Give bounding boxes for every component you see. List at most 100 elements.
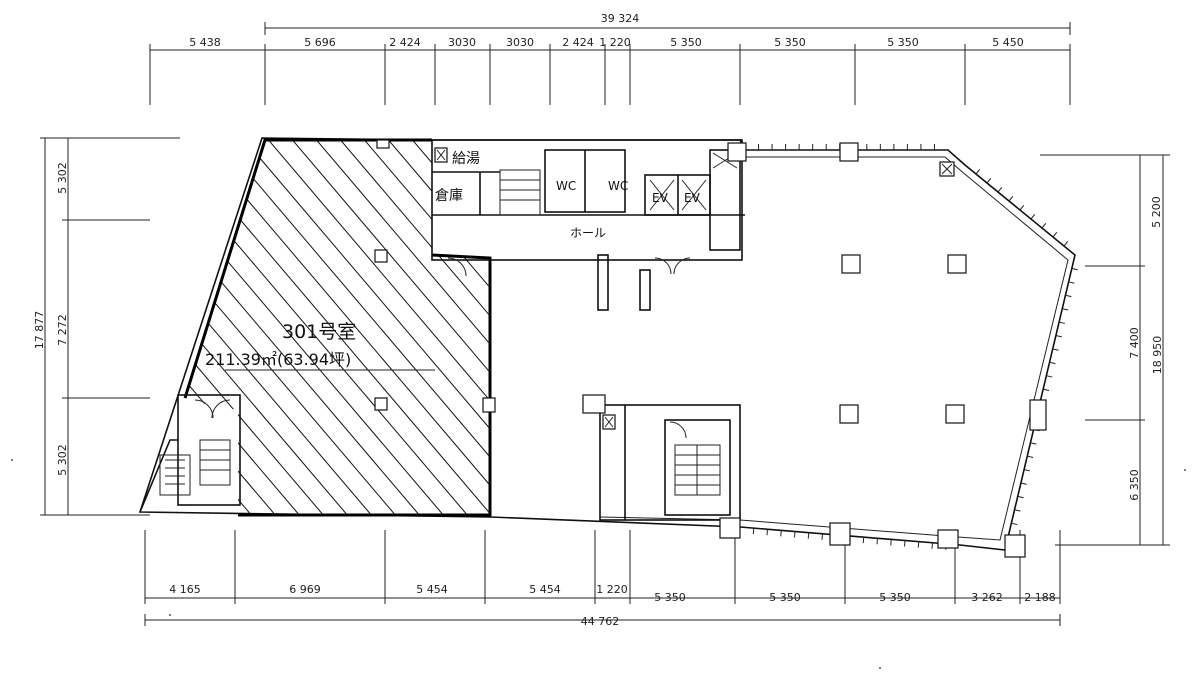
drawing-line [185, 140, 337, 515]
drawing-line [596, 130, 936, 530]
drawing-line [1062, 308, 1069, 311]
office-columns [482, 142, 1047, 558]
drawing-line [975, 169, 981, 175]
top-dim-5: 3030 [506, 36, 534, 49]
drawing-line [1023, 469, 1031, 472]
drawing-line [1041, 223, 1047, 229]
drawing-line [1049, 361, 1056, 365]
right-dim-2: 7 400 [1128, 327, 1141, 359]
drawing-line [379, 140, 490, 515]
lower-stair-core [599, 404, 741, 521]
left-dim-2: 7 272 [56, 314, 69, 346]
drawing-line [187, 140, 490, 515]
top-dim-2: 5 696 [304, 36, 336, 49]
left-dim-3: 5 302 [56, 444, 69, 476]
right-dimensions: 5 200 7 400 6 350 18 950 [1040, 154, 1170, 546]
drawing-line [185, 140, 409, 515]
column [376, 139, 390, 149]
top-dimensions: 39 324 5 438 5 696 2 424 3030 3030 2 424… [149, 12, 1071, 105]
drawing-line [1030, 214, 1036, 220]
drawing-line [500, 130, 840, 530]
bottom-dim-1: 4 165 [169, 583, 201, 596]
drawing-line [1046, 375, 1053, 378]
drawing-line [1020, 482, 1027, 485]
hall-label: ホール [570, 226, 606, 240]
right-dim-3: 6 350 [1128, 469, 1141, 501]
central-core: 給湯 倉庫 WC WC EV EV ホール [431, 139, 745, 311]
bottom-dim-5: 1 220 [596, 583, 628, 596]
drawing-line [185, 140, 313, 515]
left-dimensions: 5 302 7 272 5 302 17 877 [33, 137, 180, 516]
bottom-dim-2: 6 969 [289, 583, 321, 596]
drawing-line [0, 130, 144, 530]
top-dim-11: 5 450 [992, 36, 1024, 49]
drawing-line [1058, 321, 1066, 324]
drawing-line [1011, 522, 1018, 526]
drawing-line [307, 140, 490, 515]
drawing-line [997, 187, 1003, 193]
drawing-line [259, 140, 490, 515]
drawing-line [185, 140, 433, 515]
drawing-line [211, 140, 490, 515]
drawing-line [620, 130, 960, 530]
room-label-storage: 倉庫 [435, 187, 463, 204]
drawing-line [185, 140, 385, 515]
top-dim-7: 1 220 [599, 36, 631, 49]
column [945, 404, 965, 424]
drawing-line [1019, 205, 1025, 211]
top-dim-4: 3030 [448, 36, 476, 49]
drawing-line [185, 140, 457, 515]
elevator-label-1: EV [652, 191, 669, 205]
drawing-line [355, 140, 490, 515]
top-dim-3: 2 424 [389, 36, 421, 49]
scan-noise [11, 459, 1186, 669]
building-outline [138, 137, 1078, 551]
left-total-dimension: 17 877 [33, 311, 46, 350]
room-number: 301号室 [282, 321, 356, 343]
bottom-dim-6: 5 350 [654, 591, 686, 604]
bottom-total-dimension: 44 762 [581, 615, 620, 628]
right-total-dimension: 18 950 [1151, 336, 1164, 375]
drawing-line [1030, 442, 1037, 445]
top-total-dimension: 39 324 [601, 12, 640, 25]
bottom-dim-10: 2 188 [1024, 591, 1056, 604]
room-label-wc-1: WC [556, 179, 576, 193]
left-dim-1: 5 302 [56, 162, 69, 194]
drawing-line [185, 140, 193, 515]
drawing-line [1052, 348, 1059, 351]
top-dim-8: 5 350 [670, 36, 702, 49]
room-label-wc-2: WC [608, 179, 628, 193]
bottom-dim-3: 5 454 [416, 583, 448, 596]
column [839, 404, 859, 424]
drawing-line [1052, 232, 1058, 238]
column [374, 249, 388, 263]
drawing-line [1008, 196, 1014, 202]
bottom-dimensions: 4 165 6 969 5 454 5 454 1 220 5 350 5 35… [144, 530, 1061, 628]
drawing-line [548, 130, 888, 530]
elevator-label-2: EV [684, 191, 701, 205]
drawing-line [283, 140, 490, 515]
column [374, 397, 388, 411]
bottom-dim-8: 5 350 [879, 591, 911, 604]
bottom-dim-9: 3 262 [971, 591, 1003, 604]
drawing-line [1027, 455, 1034, 459]
column [947, 254, 967, 274]
drawing-line [0, 130, 168, 530]
drawing-line [1063, 241, 1069, 247]
top-dim-6: 2 424 [562, 36, 594, 49]
room-label-kitchenette: 給湯 [452, 150, 480, 167]
drawing-line [644, 130, 984, 530]
drawing-line [1055, 334, 1062, 338]
drawing-line [1014, 509, 1021, 512]
column [841, 254, 861, 274]
drawing-line [1068, 281, 1075, 284]
bottom-dim-7: 5 350 [769, 591, 801, 604]
drawing-line [1043, 388, 1050, 391]
drawing-line [668, 130, 1008, 530]
left-stair-core [139, 394, 241, 513]
top-dim-9: 5 350 [774, 36, 806, 49]
top-dim-1: 5 438 [189, 36, 221, 49]
drawing-line [1065, 294, 1072, 298]
drawing-line [1017, 495, 1024, 499]
